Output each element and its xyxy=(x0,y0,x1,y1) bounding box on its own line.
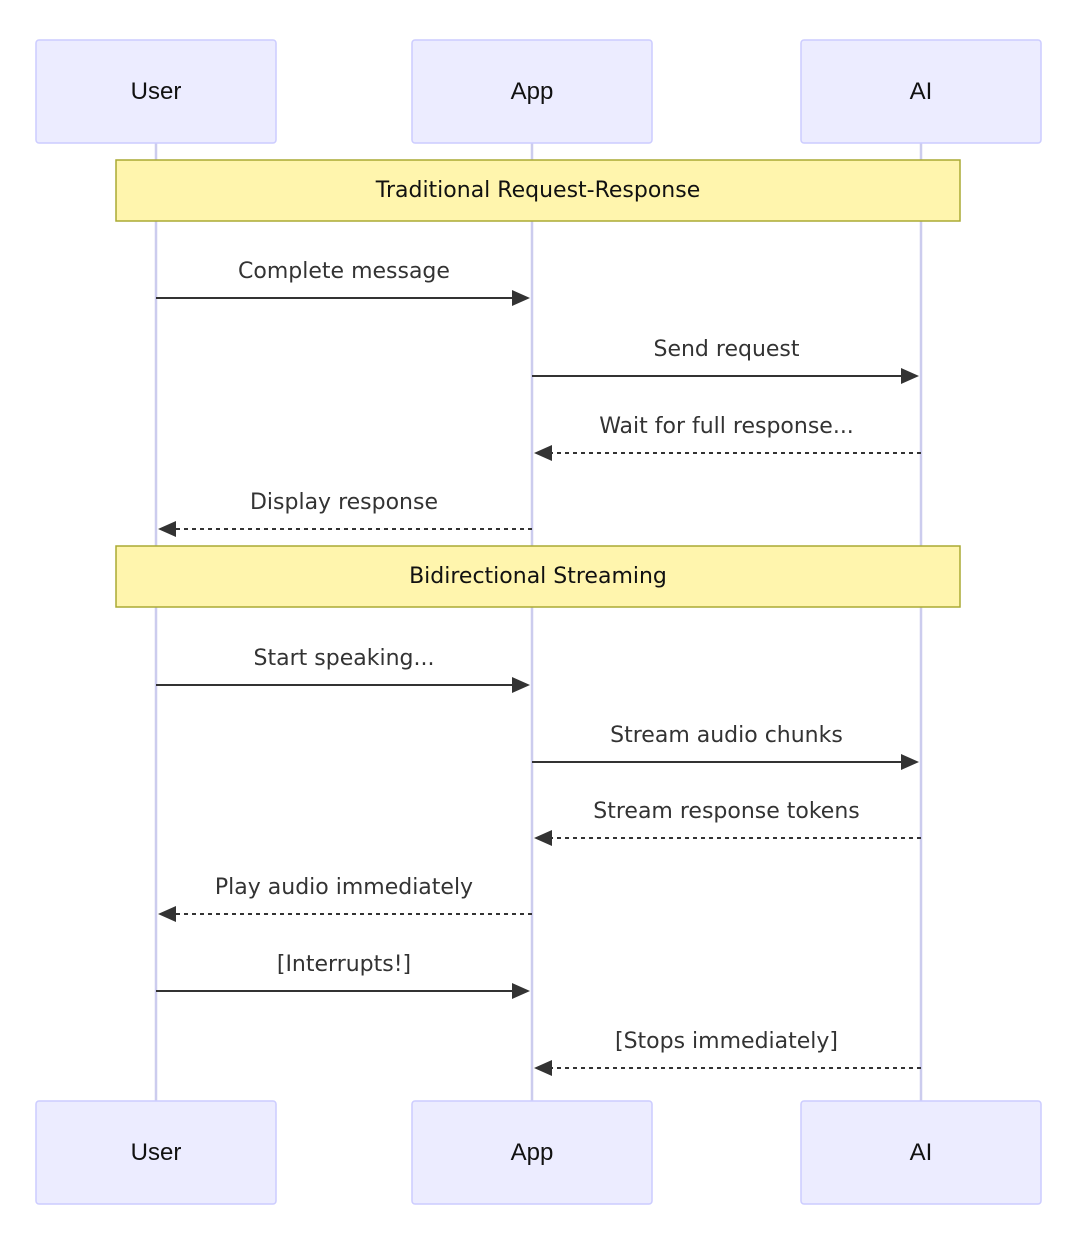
message-label: [Interrupts!] xyxy=(277,952,411,977)
arrowhead-icon xyxy=(158,906,176,922)
actor-box xyxy=(35,39,277,144)
arrowhead-icon xyxy=(512,677,530,693)
note-label: Traditional Request-Response xyxy=(375,178,701,203)
arrowhead-icon xyxy=(534,445,552,461)
message-6: Stream response tokens xyxy=(534,799,921,846)
message-8: [Interrupts!] xyxy=(156,952,530,999)
message-label: Send request xyxy=(653,337,799,362)
note-box xyxy=(115,159,961,222)
message-3: Display response xyxy=(158,490,532,537)
lifelines xyxy=(154,143,923,1101)
actors-bottom: User App AI xyxy=(35,1100,1042,1205)
note-label: Bidirectional Streaming xyxy=(409,564,667,589)
actor-label: App xyxy=(511,78,554,105)
actor-box xyxy=(35,1100,277,1205)
actor-label: App xyxy=(511,1139,554,1166)
arrowhead-icon xyxy=(534,1060,552,1076)
actor-label: User xyxy=(131,78,182,105)
arrowhead-icon xyxy=(512,983,530,999)
message-label: Wait for full response... xyxy=(599,414,854,439)
arrowhead-icon xyxy=(512,290,530,306)
arrowhead-icon xyxy=(158,521,176,537)
message-label: [Stops immediately] xyxy=(615,1029,838,1054)
message-label: Complete message xyxy=(238,259,450,284)
actor-label: AI xyxy=(910,1139,933,1166)
message-label: Start speaking... xyxy=(254,646,435,671)
message-7: Play audio immediately xyxy=(158,875,532,922)
actor-label: AI xyxy=(910,78,933,105)
actor-box xyxy=(411,1100,653,1205)
message-4: Start speaking... xyxy=(156,646,530,693)
actor-user-bottom: User xyxy=(35,1100,277,1205)
actor-ai-top: AI xyxy=(800,39,1042,144)
note-1: Bidirectional Streaming xyxy=(115,545,961,608)
actor-label: User xyxy=(131,1139,182,1166)
message-label: Stream response tokens xyxy=(593,799,860,824)
actor-ai-bottom: AI xyxy=(800,1100,1042,1205)
message-1: Send request xyxy=(532,337,919,384)
actor-user-top: User xyxy=(35,39,277,144)
message-label: Stream audio chunks xyxy=(610,723,843,748)
arrowhead-icon xyxy=(901,754,919,770)
message-label: Display response xyxy=(250,490,438,515)
message-label: Play audio immediately xyxy=(215,875,473,900)
note-0: Traditional Request-Response xyxy=(115,159,961,222)
message-0: Complete message xyxy=(156,259,530,306)
notes: Traditional Request-ResponseBidirectiona… xyxy=(115,159,961,608)
actor-box xyxy=(800,1100,1042,1205)
arrowhead-icon xyxy=(901,368,919,384)
message-2: Wait for full response... xyxy=(534,414,921,461)
message-9: [Stops immediately] xyxy=(534,1029,921,1076)
actor-box xyxy=(800,39,1042,144)
actor-app-bottom: App xyxy=(411,1100,653,1205)
actors-top: User App AI xyxy=(35,39,1042,144)
actor-app-top: App xyxy=(411,39,653,144)
message-5: Stream audio chunks xyxy=(532,723,919,770)
note-box xyxy=(115,545,961,608)
actor-box xyxy=(411,39,653,144)
arrowhead-icon xyxy=(534,830,552,846)
